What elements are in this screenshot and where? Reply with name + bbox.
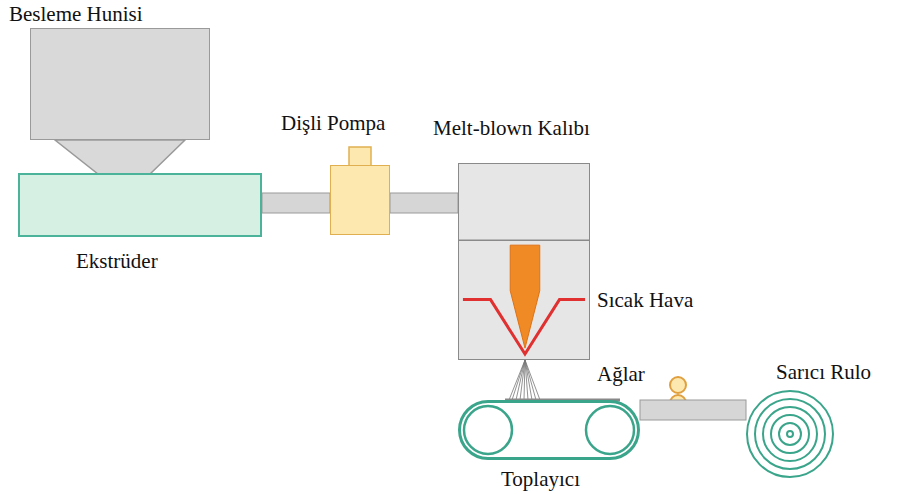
- roll-winding: [771, 415, 809, 453]
- connector: [640, 400, 746, 420]
- melt-pipe: [390, 193, 458, 213]
- nip-roller: [670, 377, 686, 393]
- extruder-barrel: Ekstrüder: [18, 173, 262, 237]
- belt-roller: [464, 406, 512, 454]
- part-label: Besleme Hunisi: [9, 2, 143, 26]
- roll-windings: [746, 390, 834, 478]
- feed-hopper: Besleme Hunisi: [30, 28, 210, 140]
- connector: [390, 193, 458, 213]
- belt-roller: [586, 406, 634, 454]
- part-label: Dişli Pompa: [281, 111, 385, 135]
- belt-rollers: [461, 403, 637, 457]
- gear-pump: Dişli Pompa: [330, 165, 390, 235]
- winder-roll: Sarıcı Rulo: [746, 390, 834, 478]
- part-label: Toplayıcı: [501, 467, 580, 491]
- part-label: Ekstrüder: [76, 249, 158, 273]
- part-label: Sarıcı Rulo: [776, 360, 871, 384]
- die-divider: [459, 239, 589, 240]
- roll-winding: [779, 423, 801, 445]
- fiber-stream: [509, 360, 540, 400]
- connector: [262, 193, 330, 213]
- roll-winding: [763, 407, 817, 461]
- roll-winding: [755, 399, 825, 469]
- web-label: Ağlar: [597, 362, 645, 386]
- melt-pipe: [262, 193, 330, 213]
- roll-winding: [787, 431, 793, 437]
- hopper-funnel: [55, 140, 185, 174]
- hot-air-stream: [463, 300, 585, 354]
- part-label: Melt-blown Kalıbı: [433, 116, 590, 140]
- roll-winding: [747, 391, 833, 477]
- melt-pipe: [640, 400, 746, 420]
- die-internals: [459, 164, 589, 359]
- pump-knob: [349, 147, 371, 166]
- collector-belt: Toplayıcı: [458, 400, 640, 460]
- melt-nozzle: [510, 245, 540, 348]
- meltblown-die: Melt-blown Kalıbı: [458, 163, 590, 360]
- air-label: Sıcak Hava: [597, 288, 693, 312]
